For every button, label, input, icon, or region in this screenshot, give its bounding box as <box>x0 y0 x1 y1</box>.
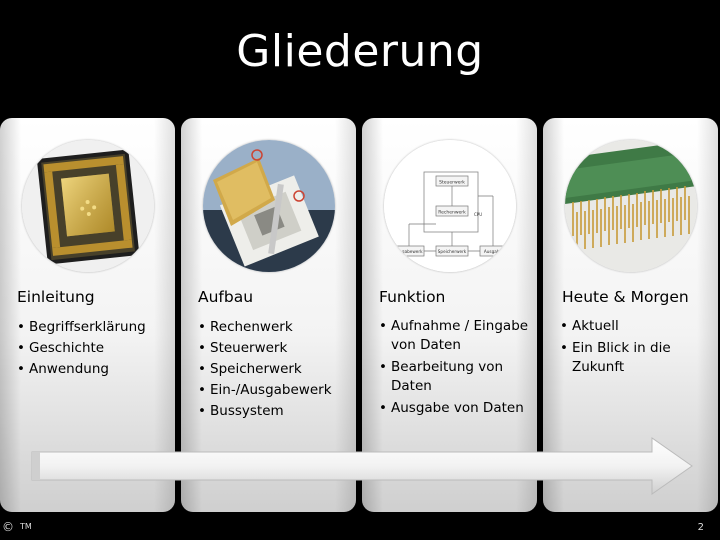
bullet-item: Bearbeitung von Daten <box>379 358 533 396</box>
diagram-label: Speicherwerk <box>437 249 466 254</box>
column-heading: Heute & Morgen <box>562 288 689 306</box>
bullet-item: Rechenwerk <box>198 317 352 338</box>
page-number: 2 <box>697 522 704 533</box>
bullet-item: Geschichte <box>17 338 171 359</box>
copyright-symbol: © <box>2 520 14 534</box>
bullet-item: Bussystem <box>198 401 352 422</box>
bullet-list: Aktuell Ein Blick in die Zukunft <box>560 317 714 380</box>
bullet-item: Steuerwerk <box>198 338 352 359</box>
bullet-item: Ausgabe von Daten <box>379 399 533 418</box>
cpu-chip-image <box>21 140 154 272</box>
column-heading: Aufbau <box>198 288 254 306</box>
bullet-item: Anwendung <box>17 359 171 380</box>
column-heute-morgen: Heute & Morgen Aktuell Ein Blick in die … <box>543 118 718 512</box>
bullet-list: Aufnahme / Eingabe von Daten Bearbeitung… <box>379 317 533 421</box>
column-heading: Funktion <box>379 288 446 306</box>
diagram-label: CPU <box>474 212 482 217</box>
trademark-symbol: TM <box>20 522 32 531</box>
bullet-list: Rechenwerk Steuerwerk Speicherwerk Ein-/… <box>198 317 352 422</box>
diagram-label: Steuerwerk <box>439 180 465 186</box>
timeline-arrow <box>31 437 693 495</box>
bullet-item: Aktuell <box>560 317 714 336</box>
column-funktion: Steuerwerk Rechenwerk CPU Eingabewerk Sp… <box>362 118 537 512</box>
cpu-block-diagram: Steuerwerk Rechenwerk CPU Eingabewerk Sp… <box>383 140 516 272</box>
cpu-pins-image <box>564 140 697 272</box>
slide-title: Gliederung <box>236 26 484 77</box>
cpu-socket-image <box>202 140 335 272</box>
bullet-item: Aufnahme / Eingabe von Daten <box>379 317 533 355</box>
bullet-item: Begriffserklärung <box>17 317 171 338</box>
diagram-label: Ausgabe <box>483 249 502 254</box>
diagram-label: Eingabewerk <box>395 249 423 254</box>
column-heading: Einleitung <box>17 288 95 306</box>
bullet-item: Ein Blick in die Zukunft <box>560 339 714 377</box>
bullet-item: Ein-/Ausgabewerk <box>198 380 352 401</box>
column-aufbau: Aufbau Rechenwerk Steuerwerk Speicherwer… <box>181 118 356 512</box>
column-einleitung: Einleitung Begriffserklärung Geschichte … <box>0 118 175 512</box>
footer-copyright: © TM <box>2 520 32 534</box>
diagram-label: Rechenwerk <box>438 210 466 216</box>
bullet-item: Speicherwerk <box>198 359 352 380</box>
bullet-list: Begriffserklärung Geschichte Anwendung <box>17 317 171 380</box>
